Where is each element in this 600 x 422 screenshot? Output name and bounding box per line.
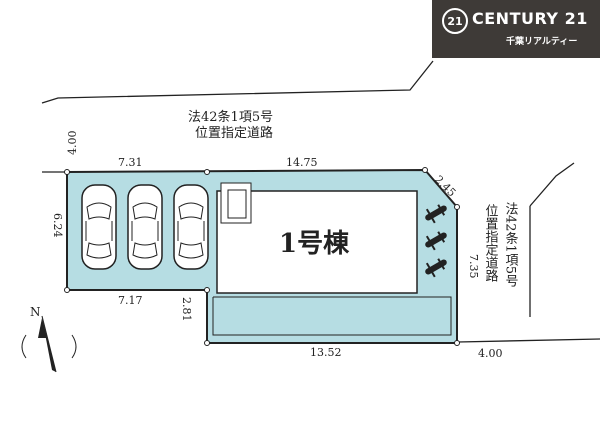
compass-label: N xyxy=(30,305,41,319)
bicycle-icon xyxy=(425,231,447,251)
north-road-line1: 法42条1項5号 xyxy=(188,109,273,125)
building-porch xyxy=(220,182,252,224)
bicycle-icon xyxy=(425,204,447,224)
dim-right-side: 7.35 xyxy=(467,254,480,279)
boundary-markers xyxy=(64,167,460,346)
dim-left-side: 6.24 xyxy=(51,213,64,238)
road-outline xyxy=(41,60,600,343)
dim-bottom-left: 7.17 xyxy=(118,294,143,307)
east-road-line1: 法42条1項5号 xyxy=(503,202,519,288)
dim-bottom: 13.52 xyxy=(310,346,342,359)
north-arrow-icon: N xyxy=(21,305,77,373)
bicycle-icon xyxy=(425,258,447,278)
century21-logo: 21 CENTURY 21 千葉リアルティー xyxy=(432,0,600,58)
dim-road-width-east: 4.00 xyxy=(478,347,503,360)
dim-road-width-north: 4.00 xyxy=(66,131,79,156)
north-road-line2: 位置指定道路 xyxy=(195,125,273,141)
parking-cars xyxy=(81,184,209,270)
dim-top-left: 7.31 xyxy=(118,156,143,169)
building-label: 1号棟 xyxy=(279,229,350,259)
car-icon xyxy=(173,184,209,270)
lot-strip-border xyxy=(212,296,452,336)
logo-mark: 21 xyxy=(442,8,468,34)
dim-step: 2.81 xyxy=(180,297,193,322)
car-icon xyxy=(127,184,163,270)
car-icon xyxy=(81,184,117,270)
parking-bikes xyxy=(425,204,447,278)
dim-top-right: 14.75 xyxy=(286,156,318,169)
east-road-line2: 位置指定道路 xyxy=(483,204,499,282)
logo-subtitle: 千葉リアルティー xyxy=(506,37,578,47)
logo-name: CENTURY 21 xyxy=(472,9,588,28)
